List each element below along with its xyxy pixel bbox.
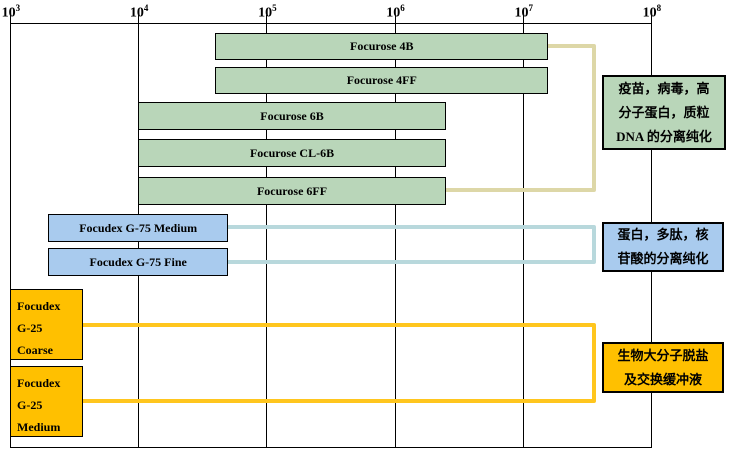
x-tick-label-1e8: 108: [642, 3, 662, 21]
bar-label: Focudex G-25 Medium: [17, 376, 61, 434]
bar-focurose-cl6b: Focurose CL-6B: [138, 139, 446, 167]
bar-label: Focurose 4B: [350, 39, 414, 53]
x-axis-bottom: [10, 447, 652, 448]
bar-label: Focudex G-25 Coarse: [17, 299, 61, 357]
annotation-focurose-applications: 疫苗，病毒，高 分子蛋白，质粒 DNA 的分离纯化: [602, 75, 726, 150]
bar-focurose-6ff: Focurose 6FF: [138, 177, 446, 205]
bar-focudex-g75-medium: Focudex G-75 Medium: [48, 214, 228, 242]
bar-focurose-6b: Focurose 6B: [138, 102, 446, 130]
bar-label: Focurose CL-6B: [249, 145, 335, 160]
connector-g75-bracket: [228, 225, 596, 264]
bar-label: Focudex G-75 Fine: [89, 254, 187, 269]
bar-label: Focudex G-75 Medium: [79, 220, 198, 235]
x-tick-label-1e4: 104: [129, 3, 149, 21]
bar-focurose-4ff: Focurose 4FF: [215, 67, 549, 94]
bar-focudex-g25-coarse: Focudex G-25 Coarse: [10, 289, 84, 360]
bar-label: Focurose 6B: [260, 108, 324, 123]
x-tick-label-1e5: 105: [258, 3, 277, 21]
bar-focurose-4b: Focurose 4B: [215, 33, 549, 60]
annotation-g75-applications: 蛋白，多肽，核 苷酸的分离纯化: [602, 222, 724, 272]
x-tick-label-1e3: 103: [1, 3, 21, 21]
x-tick-label-1e7: 107: [514, 3, 533, 21]
bar-focudex-g75-fine: Focudex G-75 Fine: [48, 248, 228, 276]
bar-label: Focurose 6FF: [256, 183, 328, 198]
gridline-1e3: [10, 15, 11, 447]
x-axis-top: [10, 23, 652, 24]
annotation-g25-applications: 生物大分子脱盐 及交换缓冲液: [602, 342, 724, 393]
bar-label: Focurose 4FF: [346, 73, 417, 87]
bar-focudex-g25-medium: Focudex G-25 Medium: [10, 366, 84, 437]
x-tick-label-1e6: 106: [386, 3, 405, 21]
connector-g25-bracket: [83, 323, 596, 403]
